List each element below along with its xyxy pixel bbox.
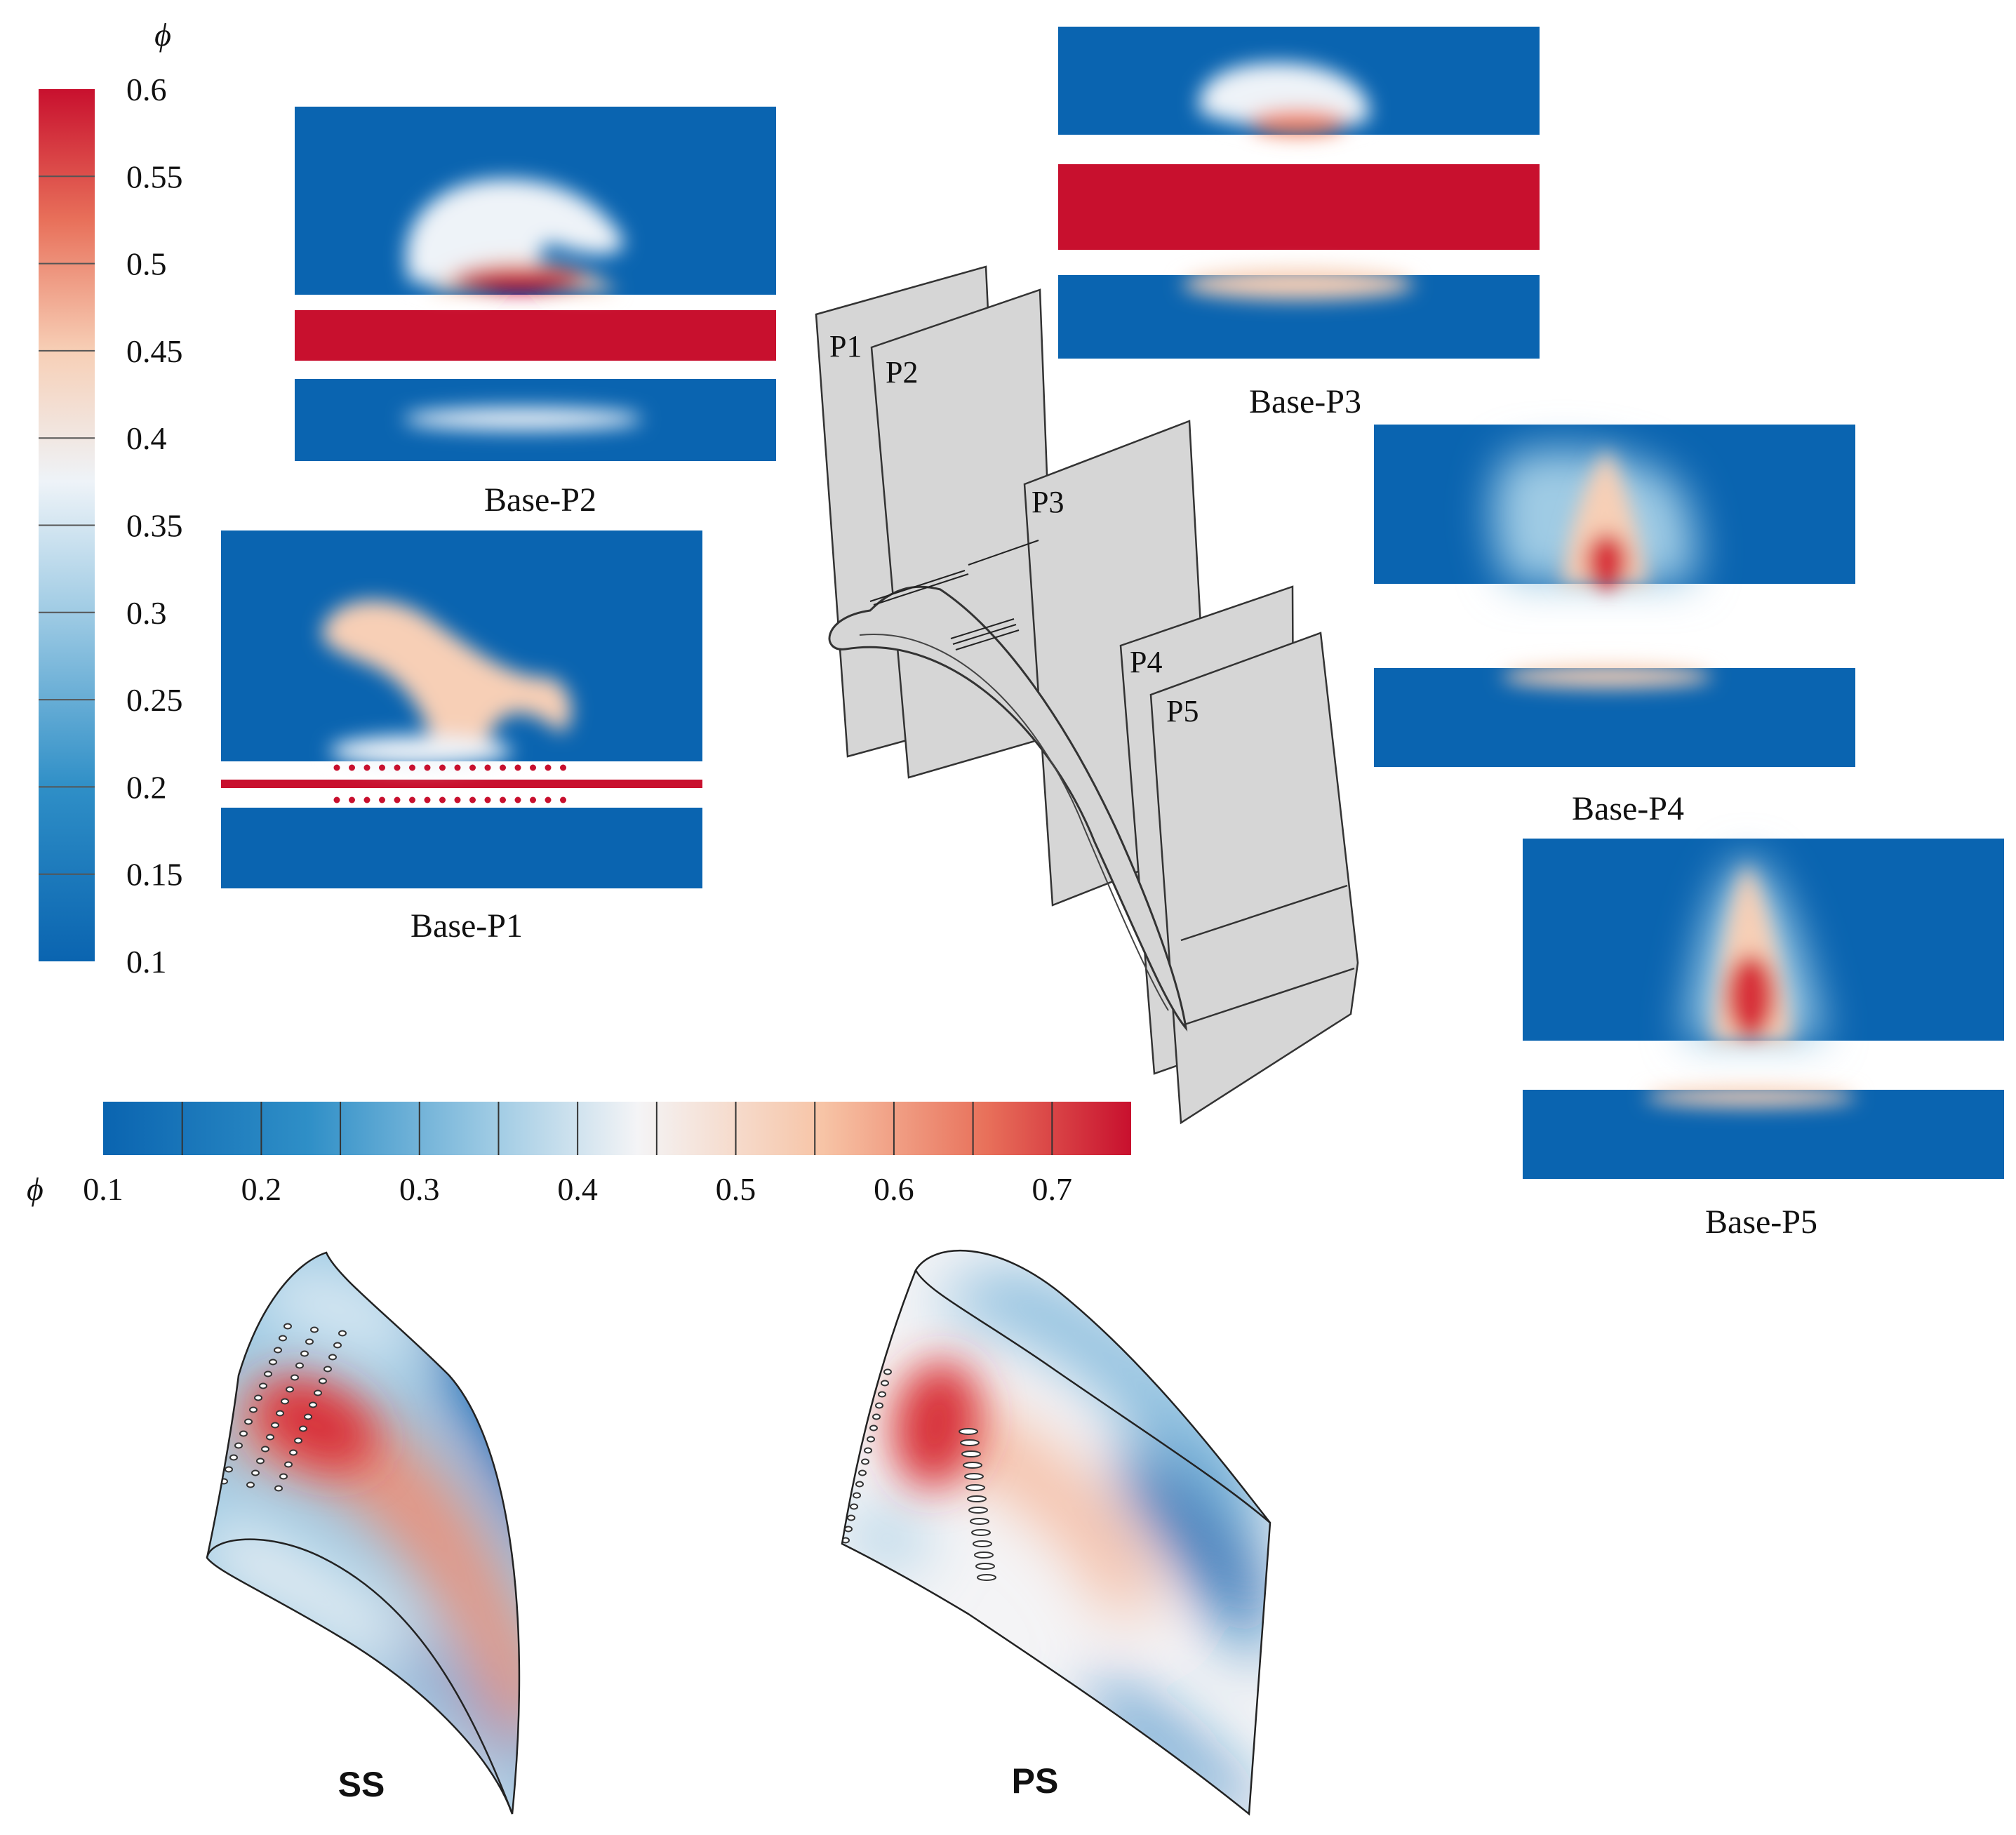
bottom-colorbar-tick-label: 0.3 [399,1171,440,1207]
plane-label-p1: P1 [829,329,862,363]
bottom-colorbar: ϕ 0.1 0.2 0.3 0.4 0.5 0.6 0.7 [27,1102,1131,1207]
label-ss: SS [338,1765,385,1804]
top-colorbar-symbol: ϕ [154,17,171,53]
ss-hole-rows [220,1323,347,1492]
top-colorbar-tick-label: 0.1 [126,944,167,980]
bottom-colorbar-tick-label: 0.6 [874,1171,914,1207]
top-colorbar-tick-label: 0.4 [126,420,167,456]
label-base-p3: Base-P3 [1249,383,1361,420]
plane-schematic-hole-rows [869,540,1039,650]
label-base-p1: Base-P1 [410,907,523,945]
top-colorbar-gridlines [39,175,95,875]
label-ps: PS [1012,1761,1059,1801]
label-base-p2: Base-P2 [484,481,596,519]
bottom-colorbar-tick-label: 0.2 [241,1171,282,1207]
plane-schematic: P1 P2 P3 P4 P5 [815,265,1359,1125]
bottom-colorbar-tick-label: 0.1 [83,1171,124,1207]
top-colorbar-tick-label: 0.25 [126,682,183,718]
bottom-colorbar-ticks: 0.1 0.2 0.3 0.4 0.5 0.6 0.7 [83,1171,1072,1207]
bottom-colorbar-tick-label: 0.7 [1032,1171,1073,1207]
bottom-colorbar-tick-label: 0.4 [557,1171,598,1207]
plane-label-p4: P4 [1130,645,1162,679]
top-colorbar-tick-label: 0.6 [126,72,167,107]
top-colorbar-tick-label: 0.15 [126,857,183,893]
top-colorbar-tick-label: 0.2 [126,769,167,805]
contour-base-p2: Base-P2 [295,107,776,519]
plane-label-p3: P3 [1032,485,1064,519]
top-colorbar-tick-label: 0.45 [126,333,183,369]
top-colorbar-tick-label: 0.3 [126,595,167,631]
bottom-colorbar-gradient [103,1102,1131,1155]
top-colorbar-ticks: 0.6 0.55 0.5 0.45 0.4 0.35 0.3 0.25 0.2 0.15 0.1 [126,72,183,980]
surface-ps: PS [841,1249,1271,1816]
contour-base-p4: Base-P4 [1374,425,1855,827]
bottom-colorbar-symbol: ϕ [27,1171,44,1207]
bottom-colorbar-tick-label: 0.5 [716,1171,756,1207]
surface-ss: SS [206,1251,521,1815]
top-colorbar: ϕ 0.6 0.55 0.5 0.45 0.4 0.35 0.3 0.25 0.2 0.15 0.1 [39,17,183,980]
plane-label-p2: P2 [886,355,918,389]
label-base-p4: Base-P4 [1572,790,1684,827]
contour-base-p3: Base-P3 [1058,27,1540,420]
contour-base-p5: Base-P5 [1523,839,2004,1241]
p1-hole-dots [333,764,566,803]
top-colorbar-tick-label: 0.55 [126,159,183,194]
plane-p5 [1149,632,1359,1125]
top-colorbar-tick-label: 0.35 [126,508,183,544]
label-base-p5: Base-P5 [1705,1203,1817,1241]
plane-label-p5: P5 [1166,694,1199,728]
bottom-colorbar-gridlines [181,1102,1053,1155]
contour-base-p1: Base-P1 [221,531,702,945]
top-colorbar-tick-label: 0.5 [126,246,167,282]
